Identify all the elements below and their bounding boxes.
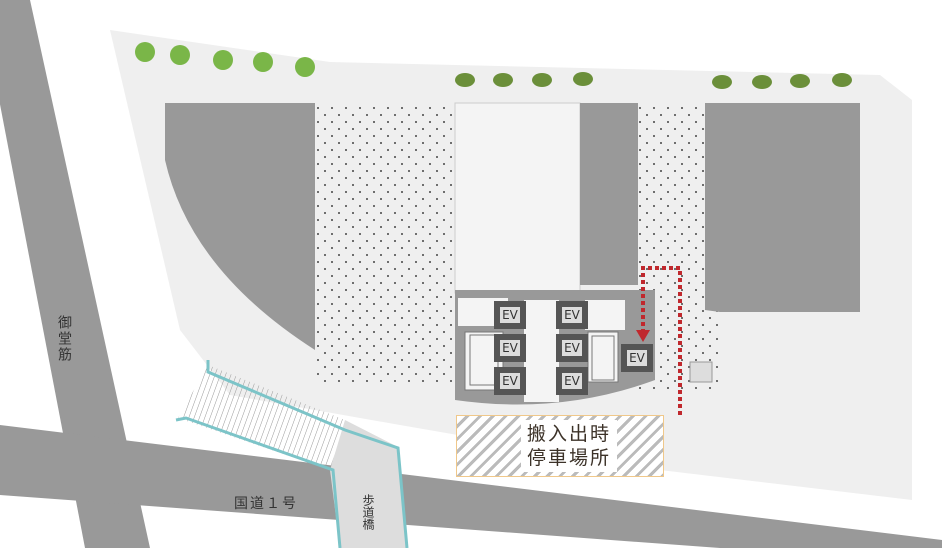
elevator-label: EV: [562, 340, 582, 356]
delivery-route: [641, 266, 682, 415]
open-space-left: [315, 103, 455, 383]
building-mid: [580, 103, 638, 285]
elevator: EV: [556, 367, 588, 395]
trees: [135, 42, 852, 89]
elevator: EV: [494, 301, 526, 329]
stairs: [591, 335, 615, 381]
elevator: EV: [494, 334, 526, 362]
parking-label-line1: 搬入出時: [527, 423, 612, 445]
midosuji-road: [0, 0, 150, 548]
footbridge-deck: [330, 420, 407, 548]
building-right: [705, 103, 860, 312]
elevator-label: EV: [562, 307, 582, 323]
route-arrow: [636, 330, 650, 342]
footbridge-outline: [175, 416, 342, 548]
building-left: [165, 103, 315, 350]
parking-label-line2: 停車場所: [527, 447, 612, 469]
elevator: EV: [556, 301, 588, 329]
loading-parking-zone: 搬入出時 停車場所: [456, 415, 664, 477]
elevator: EV: [556, 334, 588, 362]
building-center: [454, 102, 581, 294]
parking-label: 搬入出時 停車場所: [521, 420, 618, 472]
footbridge-stairs: [178, 365, 345, 470]
midosuji-label: 御堂筋: [56, 315, 72, 363]
elevator: EV: [494, 367, 526, 395]
elevator-label: EV: [562, 373, 582, 389]
route1-label: 国道１号: [234, 496, 298, 512]
elevator-label: EV: [500, 340, 520, 356]
elevator: EV: [621, 344, 653, 372]
elevator-label: EV: [500, 373, 520, 389]
elevator-label: EV: [500, 307, 520, 323]
route1-road: [0, 425, 942, 548]
elevator-label: EV: [627, 350, 647, 366]
footbridge-label: 歩道橋: [361, 494, 375, 530]
footbridge-outline: [206, 360, 409, 548]
